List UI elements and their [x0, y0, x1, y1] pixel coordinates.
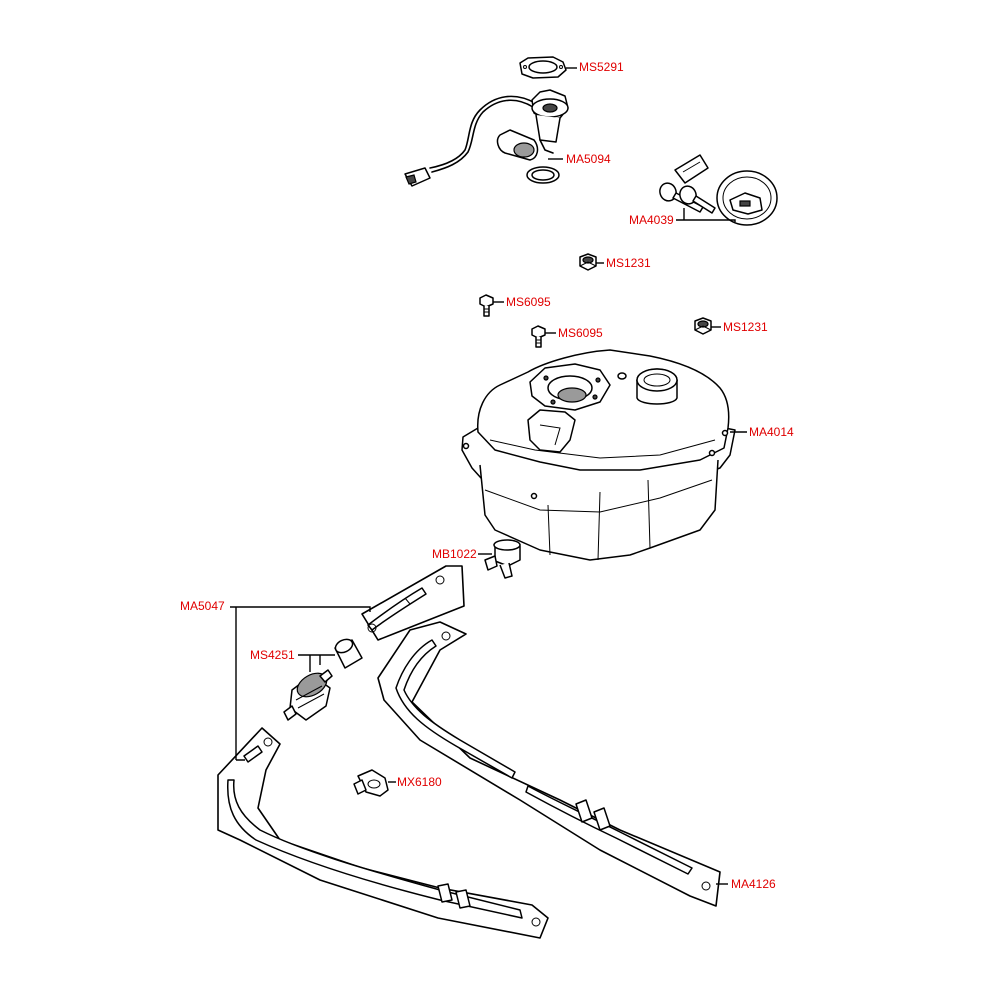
- label-ms6095-a[interactable]: MS6095: [506, 295, 551, 309]
- part-ma4014-fuel-tank[interactable]: [461, 349, 736, 561]
- label-ms6095-b[interactable]: MS6095: [558, 326, 603, 340]
- part-ms5291-ring[interactable]: [519, 56, 567, 79]
- label-ma4014[interactable]: MA4014: [749, 425, 794, 439]
- part-ma5047-long-hose-panel[interactable]: [217, 727, 549, 939]
- label-ma5047[interactable]: MA5047: [180, 599, 225, 613]
- leader-ms4251: [298, 654, 335, 672]
- leader-ma5047: [230, 606, 371, 761]
- leader-ma4039: [676, 208, 736, 222]
- label-ma4126[interactable]: MA4126: [731, 877, 776, 891]
- label-ms1231-upper[interactable]: MS1231: [606, 256, 651, 270]
- part-ma5094-fuel-pump[interactable]: [404, 89, 569, 187]
- part-ma4039-key-set[interactable]: [657, 154, 778, 226]
- label-mx6180[interactable]: MX6180: [397, 775, 442, 789]
- label-ma4039[interactable]: MA4039: [629, 213, 674, 227]
- part-ms4251-fuel-filter[interactable]: [283, 668, 333, 721]
- part-ms4251-filter-sleeve[interactable]: [333, 637, 363, 669]
- part-mx6180-clip[interactable]: [353, 769, 389, 797]
- label-mb1022[interactable]: MB1022: [432, 547, 477, 561]
- part-ma5047-short-hose-panel[interactable]: [361, 565, 465, 641]
- label-ms1231-right[interactable]: MS1231: [723, 320, 768, 334]
- part-ma4126-hose[interactable]: [377, 621, 721, 907]
- part-mb1022-fuel-valve[interactable]: [484, 539, 521, 579]
- part-ms1231-nut-right[interactable]: [694, 317, 712, 335]
- part-ms1231-nut-upper[interactable]: [579, 253, 597, 271]
- label-ms5291[interactable]: MS5291: [579, 60, 624, 74]
- part-ms6095-bolt-a[interactable]: [479, 294, 494, 317]
- part-ma5094-gasket[interactable]: [526, 166, 560, 184]
- label-ms4251[interactable]: MS4251: [250, 648, 295, 662]
- label-ma5094[interactable]: MA5094: [566, 152, 611, 166]
- part-ms6095-bolt-b[interactable]: [531, 325, 546, 348]
